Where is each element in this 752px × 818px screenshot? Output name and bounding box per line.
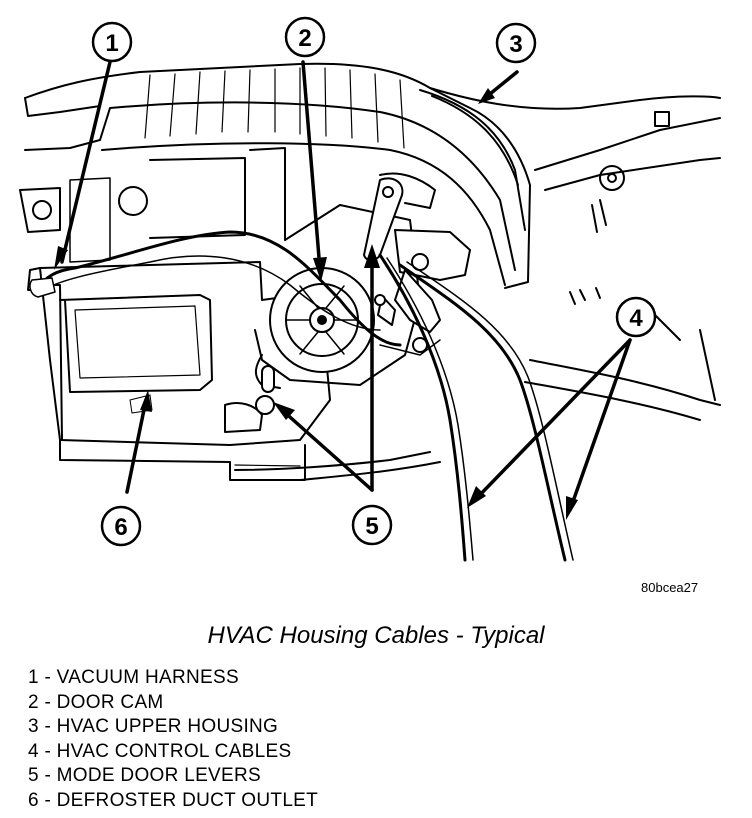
hvac-control-cables [378,253,574,562]
mode-door-levers [363,172,471,353]
legend-item-1: 1 - VACUUM HARNESS [28,667,239,688]
defroster-duct-outlet [129,394,153,414]
callout-1: 1 [91,21,133,63]
hvac-lower-housing [19,139,441,481]
arrowheads [54,88,578,520]
callout-5-number: 5 [365,513,378,540]
callout-3-number: 3 [509,31,522,58]
door-cam [254,204,421,393]
legend-item-6: 6 - DEFROSTER DUCT OUTLET [28,789,319,811]
legend-item-3: 3 - HVAC UPPER HOUSING [28,716,279,738]
vacuum-harness [29,230,402,347]
figure-caption: HVAC Housing Cables - Typical [207,622,545,649]
callout-5: 5 [351,504,393,546]
legend-list: 1 - VACUUM HARNESS 2 - DOOR CAM 3 - HVAC… [28,666,318,814]
legend-item-4: 4 - HVAC CONTROL CABLES [28,740,292,762]
callout-6: 6 [100,505,142,547]
legend-item-2: 2 - DOOR CAM [28,691,164,713]
callout-6-number: 6 [114,514,127,541]
callout-4-number: 4 [629,305,643,332]
hvac-housing-illustration: 1 2 3 4 5 6 [19,16,721,562]
callout-4: 4 [615,296,657,338]
callout-2: 2 [284,16,326,58]
callout-3: 3 [495,22,537,64]
legend-item-5: 5 - MODE DOOR LEVERS [28,765,261,787]
callout-2-number: 2 [298,25,311,52]
callout-1-number: 1 [105,30,118,57]
leader-lines [60,60,632,512]
figure-reference-code: 80bcea27 [641,580,699,595]
